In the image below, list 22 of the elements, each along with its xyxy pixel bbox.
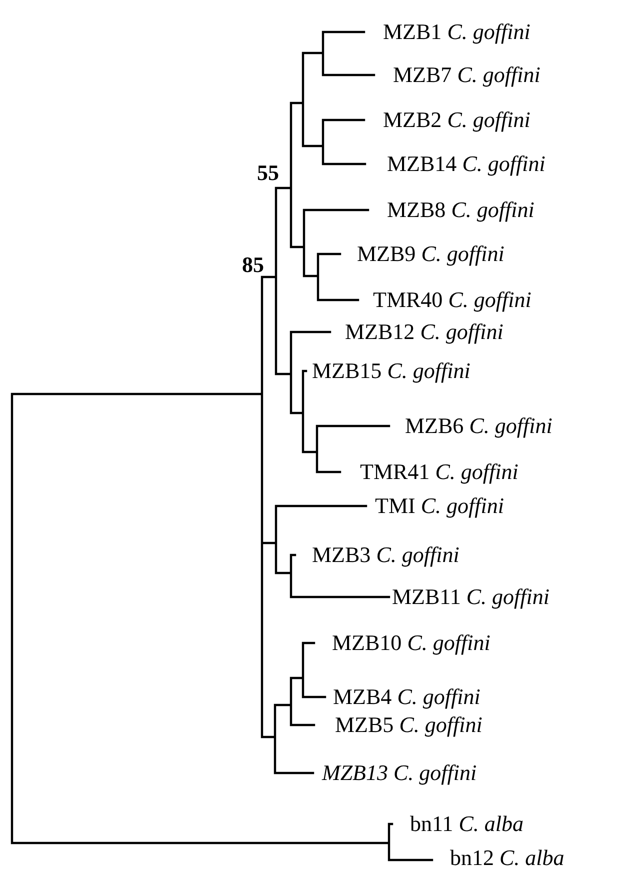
taxon-label: MZB11 C. goffini	[392, 586, 550, 608]
taxon-label: MZB7 C. goffini	[393, 64, 540, 86]
taxon-label: MZB4 C. goffini	[333, 686, 480, 708]
taxon-label: MZB14 C. goffini	[387, 153, 546, 175]
taxon-label: MZB5 C. goffini	[335, 714, 482, 736]
taxon-label: MZB2 C. goffini	[383, 109, 530, 131]
taxon-label: MZB10 C. goffini	[332, 632, 490, 654]
taxon-label: MZB3 C. goffini	[312, 544, 460, 566]
taxon-label: TMR40 C. goffini	[373, 289, 532, 311]
bootstrap-value: 85	[242, 254, 264, 276]
taxon-label: MZB12 C. goffini	[345, 321, 504, 343]
taxon-label: bn11 C. alba	[410, 813, 524, 835]
taxon-label: TMI C. goffini	[375, 495, 504, 517]
taxon-label: MZB1 C. goffini	[383, 21, 530, 43]
taxon-label: MZB6 C. goffini	[405, 415, 552, 437]
taxon-label: MZB15 C. goffini	[312, 360, 470, 382]
taxon-label: MZB8 C. goffini	[387, 199, 534, 221]
taxon-label: MZB13 C. goffini	[322, 762, 477, 784]
taxon-label: MZB9 C. goffini	[357, 243, 504, 265]
taxon-label: bn12 C. alba	[450, 847, 564, 869]
taxon-label: TMR41 C. goffini	[360, 461, 518, 483]
bootstrap-value: 55	[257, 162, 279, 184]
